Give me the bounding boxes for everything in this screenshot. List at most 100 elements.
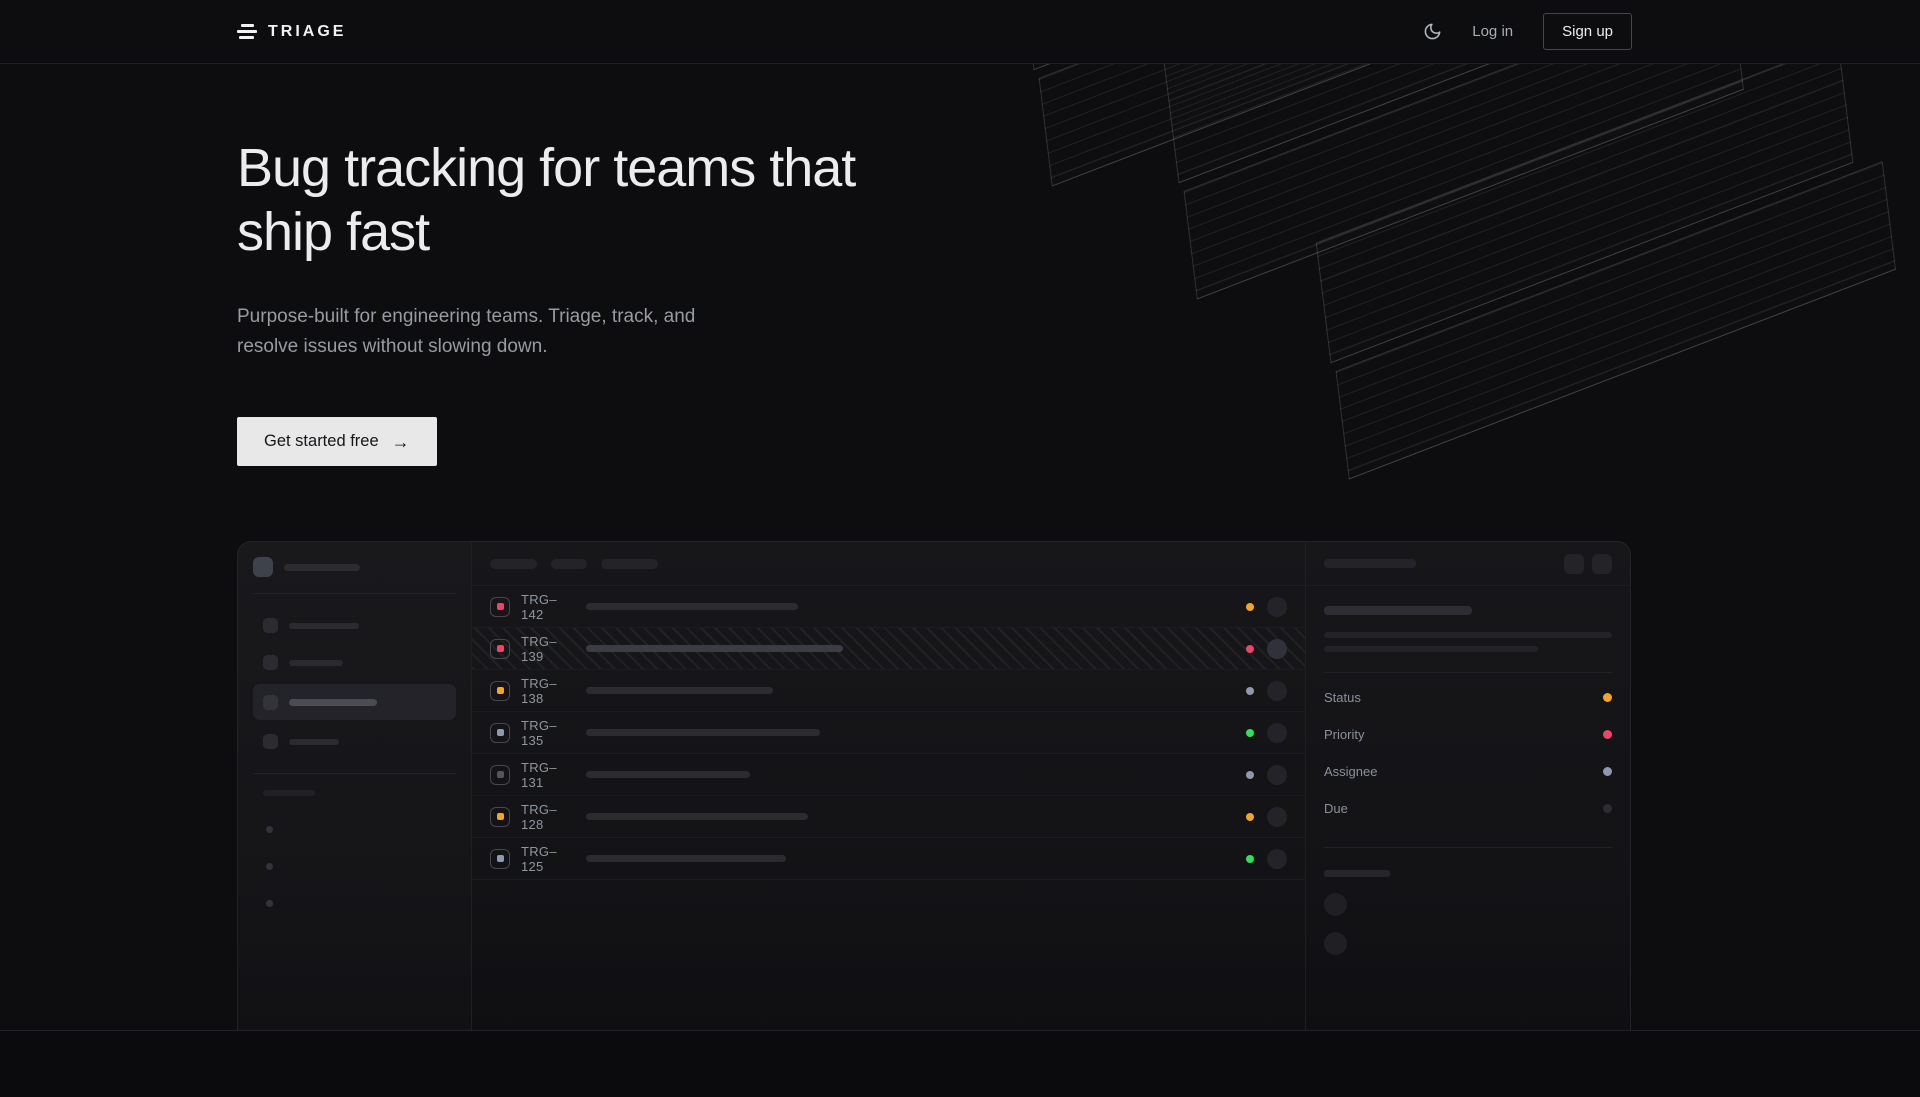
issue-row: TRG–131 xyxy=(472,754,1305,797)
divider xyxy=(1324,672,1612,674)
issue-title-placeholder xyxy=(586,603,798,611)
assignee-avatar-placeholder xyxy=(1267,722,1287,743)
status-dot xyxy=(1246,644,1254,653)
issue-id: TRG–135 xyxy=(521,717,557,748)
issue-title-placeholder xyxy=(586,729,820,737)
property-value-dot xyxy=(1603,730,1612,740)
property-row: Priority xyxy=(1324,716,1612,753)
arrow-right-icon: → xyxy=(391,431,410,452)
property-row: Assignee xyxy=(1324,753,1612,790)
item-label-placeholder xyxy=(289,699,377,706)
divider xyxy=(253,773,456,775)
panel-actions xyxy=(1564,553,1612,574)
item-icon-placeholder xyxy=(263,618,278,634)
description-line-placeholder xyxy=(1324,632,1612,639)
list-tab-placeholder xyxy=(490,558,537,569)
property-value-dot xyxy=(1603,693,1612,703)
issue-row: TRG–128 xyxy=(472,796,1305,839)
issue-row: TRG–125 xyxy=(472,838,1305,881)
property-label: Status xyxy=(1324,690,1361,706)
get-started-button[interactable]: Get started free → xyxy=(237,417,437,467)
panel-title-placeholder xyxy=(1324,559,1416,569)
issue-type-icon xyxy=(490,806,510,827)
hero-section: Bug tracking for teams that ship fast Pu… xyxy=(0,64,1920,1032)
cta-label: Get started free xyxy=(264,432,379,451)
status-dot xyxy=(1246,770,1254,779)
property-label: Assignee xyxy=(1324,764,1378,780)
issue-id: TRG–125 xyxy=(521,843,557,874)
assignee-avatar-placeholder xyxy=(1267,848,1287,869)
item-label-placeholder xyxy=(289,659,343,667)
item-label-placeholder xyxy=(289,622,359,630)
issue-title-placeholder xyxy=(586,855,786,863)
hero-subheading: Purpose-built for engineering teams. Tri… xyxy=(237,305,696,358)
issue-row: TRG–138 xyxy=(472,670,1305,713)
nav-actions: Log in Sign up xyxy=(1423,13,1632,50)
item-icon-placeholder xyxy=(263,694,278,710)
sidebar-item-placeholder xyxy=(253,726,456,757)
list-tab-placeholder xyxy=(601,558,658,569)
issue-type-icon xyxy=(490,848,510,869)
issue-id: TRG–139 xyxy=(521,633,557,664)
issue-row: TRG–142 xyxy=(472,586,1305,629)
hero-heading: Bug tracking for teams that ship fast xyxy=(237,138,856,263)
login-link[interactable]: Log in xyxy=(1472,23,1514,40)
property-label: Priority xyxy=(1324,727,1365,743)
issue-id: TRG–142 xyxy=(521,591,557,622)
section-label-placeholder xyxy=(263,790,315,797)
issue-id: TRG–128 xyxy=(521,801,557,832)
triage-bars-icon xyxy=(237,24,257,39)
item-label-placeholder xyxy=(289,738,339,746)
preview-sidebar xyxy=(238,542,472,1031)
panel-action-placeholder xyxy=(1564,553,1584,574)
issue-row: TRG–135 xyxy=(472,712,1305,755)
issue-title-placeholder xyxy=(586,771,750,779)
issue-id: TRG–131 xyxy=(521,759,557,790)
issue-type-icon xyxy=(490,764,510,785)
list-tab-placeholder xyxy=(551,558,587,569)
issue-row: TRG–139 xyxy=(472,628,1305,671)
sidebar-dot-placeholder xyxy=(266,900,273,908)
issue-list-header xyxy=(472,542,1305,587)
status-dot xyxy=(1246,728,1254,737)
status-dot xyxy=(1246,686,1254,695)
comment-avatar-placeholder xyxy=(1324,893,1347,917)
issue-title-placeholder xyxy=(586,645,843,653)
issue-type-icon xyxy=(490,680,510,701)
issue-title-placeholder xyxy=(586,687,773,695)
issue-title-placeholder xyxy=(1324,606,1472,616)
assignee-avatar-placeholder xyxy=(1267,638,1287,659)
workspace-avatar xyxy=(253,557,273,578)
item-icon-placeholder xyxy=(263,734,278,750)
signup-button[interactable]: Sign up xyxy=(1543,13,1632,50)
theme-toggle-button[interactable] xyxy=(1423,22,1442,41)
issue-id: TRG–138 xyxy=(521,675,557,706)
issue-type-icon xyxy=(490,596,510,617)
brand-logo[interactable]: TRIAGE xyxy=(237,23,346,41)
assignee-avatar-placeholder xyxy=(1267,680,1287,701)
assignee-avatar-placeholder xyxy=(1267,596,1287,617)
status-dot xyxy=(1246,602,1254,611)
brand-name: TRIAGE xyxy=(268,22,347,40)
activity-label-placeholder xyxy=(1324,870,1390,878)
navbar: TRIAGE Log in Sign up xyxy=(0,0,1920,64)
assignee-avatar-placeholder xyxy=(1267,806,1287,827)
sidebar-dot-placeholder xyxy=(266,863,273,871)
property-value-dot xyxy=(1603,767,1612,777)
issue-type-icon xyxy=(490,638,510,659)
property-row: Status xyxy=(1324,679,1612,716)
assignee-avatar-placeholder xyxy=(1267,764,1287,785)
issue-title-placeholder xyxy=(586,813,808,821)
workspace-name-placeholder xyxy=(284,563,360,571)
item-icon-placeholder xyxy=(263,655,278,671)
property-label: Due xyxy=(1324,801,1348,817)
status-dot xyxy=(1246,812,1254,821)
workspace-row xyxy=(253,557,456,578)
description-line-placeholder xyxy=(1324,646,1538,653)
comment-avatar-placeholder xyxy=(1324,932,1347,956)
sidebar-dot-placeholder xyxy=(266,826,273,834)
